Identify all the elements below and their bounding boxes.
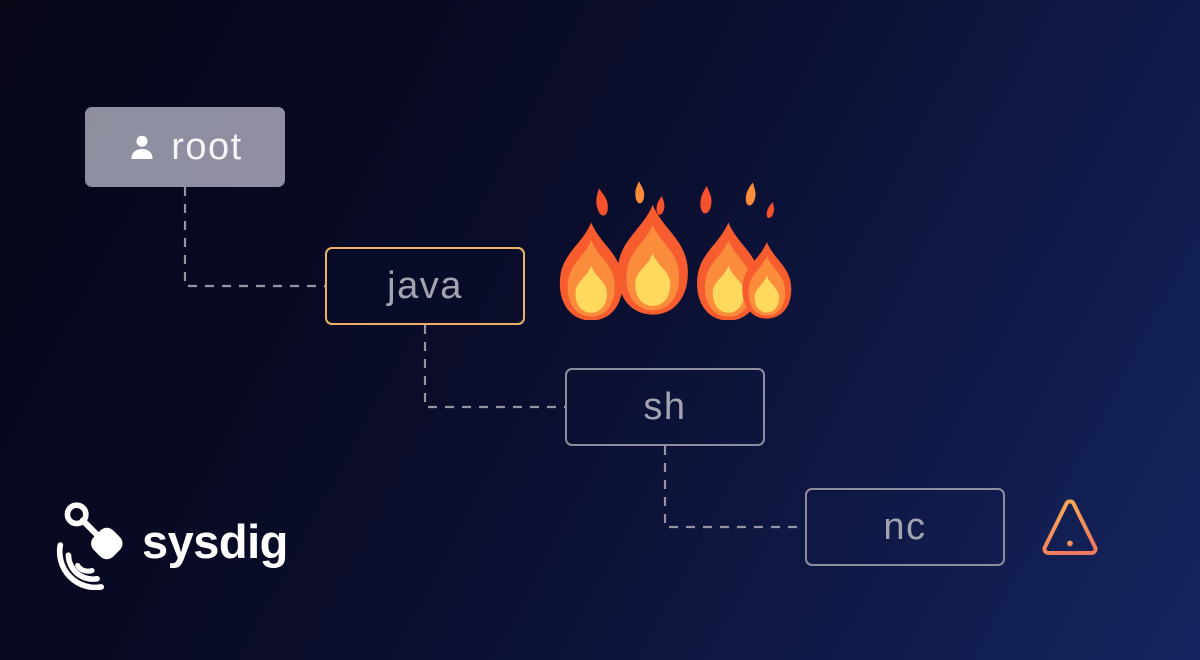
sysdig-logo: sysdig [52, 498, 288, 590]
process-label-root: root [171, 125, 243, 168]
edge-java-sh [423, 325, 565, 409]
sysdig-logo-text: sysdig [142, 514, 288, 568]
process-node-nc: nc [805, 488, 1005, 566]
warning-icon [1042, 499, 1098, 556]
user-icon [127, 132, 157, 162]
process-label-nc: nc [883, 505, 927, 548]
process-label-sh: sh [643, 385, 687, 428]
edge-sh-nc [663, 446, 805, 529]
process-node-sh: sh [565, 368, 765, 446]
sysdig-shovel-icon [56, 502, 123, 590]
process-node-root: root [85, 107, 285, 187]
process-label-java: java [387, 264, 463, 307]
process-node-java: java [325, 247, 525, 325]
fire-icon [559, 181, 792, 320]
edge-root-java [183, 187, 325, 288]
